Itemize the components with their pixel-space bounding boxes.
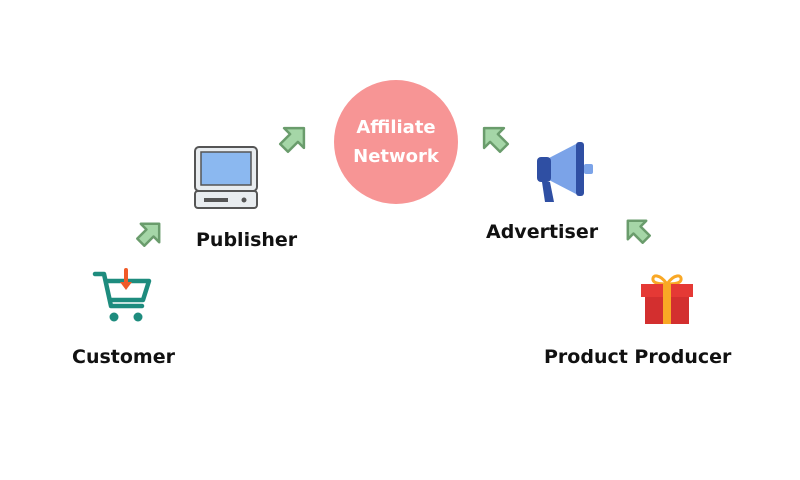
advertiser-label: Advertiser [486,221,599,243]
product-producer-label: Product Producer [544,346,732,368]
gift-box-icon [641,274,693,324]
computer-icon [194,146,258,209]
megaphone-icon [537,142,593,202]
arrow-publisher-to-network-icon [278,126,306,154]
arrow-customer-to-publisher-icon [136,222,161,247]
publisher-label: Publisher [196,229,298,251]
arrow-producer-to-advertiser-icon [626,219,651,244]
arrow-advertiser-to-network-icon [482,126,510,154]
shopping-cart-icon [92,268,152,322]
affiliate-network-node: Affiliate Network [334,80,458,204]
affiliate-network-label: Affiliate Network [353,117,439,167]
customer-label: Customer [72,346,175,368]
